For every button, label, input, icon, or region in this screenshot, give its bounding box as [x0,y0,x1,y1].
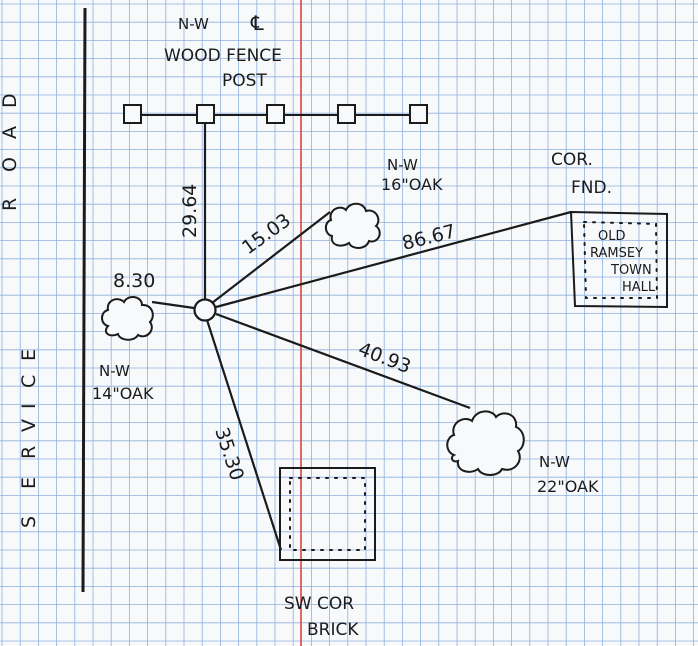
oak-22-nw-label: N-W [539,453,570,471]
town-hall-building [569,210,668,309]
oak-tree-22-icon [446,410,525,476]
town-hall-label: TOWN [610,263,652,278]
oak-tree-16-icon [324,202,381,249]
measurement-lines [151,123,572,551]
town-hall-label: RAMSEY [590,246,643,261]
fence-post [123,104,142,124]
road-letter: O [0,157,21,172]
oak-16-nw-label: N-W [387,156,418,174]
road-label: R O A D [0,93,21,211]
town-hall-label: OLD [598,229,626,244]
line-to-brick [205,319,283,551]
road-letter: R [0,198,21,211]
brick-label: BRICK [307,620,359,640]
oak-tree-14-icon [101,296,154,341]
road-edge-line [81,7,87,593]
line-to-cor-fnd [215,210,572,309]
service-label: S E R V I C E [18,349,40,528]
service-letter: S [18,516,40,528]
fence-post-label: POST [222,71,267,91]
service-letter: E [18,349,40,361]
fence-post [409,104,428,124]
fence-centerline-symbol: ℄ [250,11,264,35]
oak-14-size-label: 14"OAK [92,384,154,403]
wood-fence [123,104,428,124]
oak-16-size-label: 16"OAK [381,175,443,194]
fence-nw-label: N-W [178,15,209,33]
road-letter: A [0,126,21,139]
fence-post [266,104,285,124]
brick-corner-label: SW COR [284,594,354,614]
town-hall-label: HALL [622,280,656,295]
line-to-oak-14 [151,300,195,310]
distance-to-fence-post: 29.64 [179,184,201,238]
oak-22-size-label: 22"OAK [537,477,599,496]
reference-point-circle [193,298,217,322]
service-letter: C [18,375,40,388]
line-to-oak-22 [215,312,471,410]
service-letter: I [18,403,40,409]
distance-to-oak-14: 8.30 [113,270,155,292]
road-letter: D [0,93,21,108]
brick-building [279,467,376,561]
line-to-oak-16 [211,211,331,304]
oak-14-nw-label: N-W [99,362,130,380]
cor-fnd-label: COR. [551,150,593,170]
cor-fnd-label-2: FND. [571,178,612,198]
service-letter: V [18,419,40,432]
service-letter: R [18,446,40,459]
fence-post-reference [196,104,215,124]
fence-post [337,104,356,124]
fence-label: WOOD FENCE [164,46,282,66]
service-letter: E [18,477,40,489]
